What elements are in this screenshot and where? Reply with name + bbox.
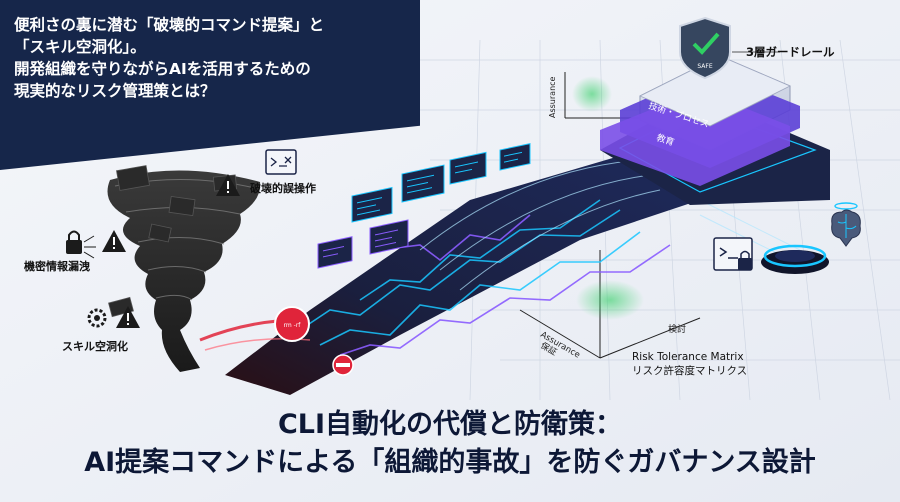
intro-text: 便利さの裏に潜む「破壊的コマンド提案」と 「スキル空洞化」。 開発組織を守りなが…: [14, 14, 414, 102]
assurance-axis-label-top: Assurance: [548, 76, 557, 118]
safe-shield-icon: [679, 16, 731, 80]
no-entry-icon: [332, 354, 354, 376]
code-window-cluster: [317, 143, 531, 269]
risk-label-skill: スキル空洞化: [62, 340, 128, 353]
intro-line: 「スキル空洞化」。: [14, 38, 146, 56]
main-title-line2: AI提案コマンドによる「組織的事故」を防ぐガバナンス設計: [84, 447, 816, 478]
warning-icon: [216, 174, 240, 196]
terminal-lock-icon: [713, 237, 753, 271]
data-streaks: [419, 159, 801, 291]
guardrail-label: 3層ガードレール: [746, 45, 835, 59]
ai-core-ring: [761, 244, 829, 274]
safe-zone-top: [572, 76, 612, 112]
risk-label-leak: 機密情報漏洩: [24, 260, 90, 273]
warning-icon-skill: [116, 306, 140, 328]
safe-zone-matrix: [576, 280, 644, 320]
gear-icon: [87, 308, 107, 328]
lock-icon: [66, 230, 96, 259]
warning-icon-leak: [102, 230, 126, 252]
review-axis-label: 検討: [668, 323, 686, 335]
shield-text: SAFE: [697, 63, 712, 70]
risk-matrix-title-en: Risk Tolerance Matrix: [632, 351, 744, 363]
risk-label-destructive: 破壊的誤操作: [250, 182, 316, 195]
circuit-traces-purple: [339, 214, 671, 356]
main-title: CLI自動化の代償と防衛策： AI提案コマンドによる「組織的事故」を防ぐガバナン…: [0, 406, 900, 482]
brain-icon: [831, 202, 861, 247]
main-title-line1: CLI自動化の代償と防衛策：: [277, 409, 623, 440]
risk-matrix-title: Risk Tolerance Matrix リスク許容度マトリクス: [632, 350, 747, 378]
terminal-close-icon: [265, 149, 297, 175]
intro-line: 現実的なリスク管理策とは？: [14, 82, 216, 100]
stop-sign-icon: [274, 306, 310, 342]
intro-line: 便利さの裏に潜む「破壊的コマンド提案」と: [14, 16, 325, 34]
risk-matrix-title-ja: リスク許容度マトリクス: [632, 365, 748, 377]
guardrail-platform: [600, 55, 830, 205]
stop-sign-text: rm -rf: [284, 322, 302, 329]
intro-line: 開発組織を守りながらAIを活用するための: [14, 60, 311, 78]
